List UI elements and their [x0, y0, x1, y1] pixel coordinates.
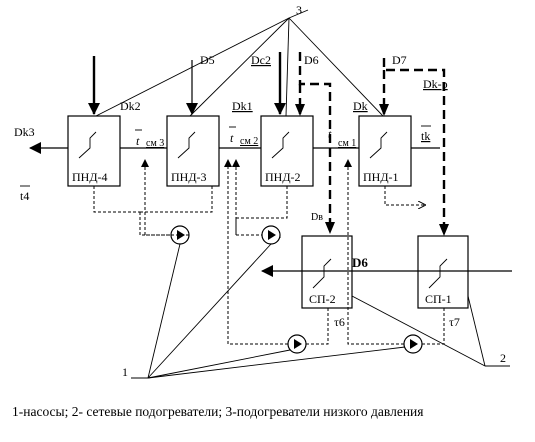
figure-caption: 1-насосы; 2- сетевые подогреватели; 3-по… [12, 404, 424, 419]
heater-pnd1: ПНД-1 [358, 115, 412, 187]
pnd1-label: ПНД-1 [363, 170, 399, 184]
label-dc2: Dc2 [251, 53, 271, 67]
label-tsm2-sub: cм 2 [240, 136, 258, 147]
label-dk2: Dk2 [120, 99, 141, 113]
callout-2-leaders [351, 295, 510, 367]
label-d5: D5 [200, 53, 215, 67]
label-dk3: Dk3 [14, 125, 35, 139]
label-tsm3-sub: cм 3 [146, 138, 164, 149]
drain-pnd1 [384, 186, 425, 205]
label-dkp: Dk-p [423, 77, 448, 91]
label-dk: Dk [353, 99, 368, 113]
label-db: Dв [311, 212, 323, 223]
heater-sp2: СП-2 [301, 235, 353, 309]
pnd4-label: ПНД-4 [72, 170, 108, 184]
pnd3-label: ПНД-3 [171, 170, 207, 184]
label-tsm2: t [230, 131, 234, 145]
pnd2-label: ПНД-2 [265, 170, 301, 184]
heater-pnd2: ПНД-2 [260, 115, 314, 187]
callout-3: 3 [296, 3, 302, 17]
heater-pnd4: ПНД-4 [67, 115, 121, 187]
callout-1-leaders [131, 243, 406, 379]
label-d6-network: D6 [352, 255, 368, 270]
label-d6: D6 [304, 53, 319, 67]
sp2-label: СП-2 [309, 292, 336, 306]
callout-1: 1 [122, 365, 128, 379]
label-dk1: Dk1 [232, 99, 253, 113]
label-tsm3: t [136, 134, 140, 148]
label-d7: D7 [392, 53, 407, 67]
heater-pnd3: ПНД-3 [166, 115, 220, 187]
label-tk: tk [421, 129, 430, 143]
label-t4: t4 [20, 189, 29, 203]
steam-d7-to-sp1 [382, 58, 446, 224]
pump-3 [287, 334, 307, 354]
heater-sp1: СП-1 [417, 235, 469, 309]
label-tau7: τ7 [449, 315, 460, 329]
sp1-label: СП-1 [425, 292, 452, 306]
pump-4 [403, 334, 423, 354]
pump-2 [261, 225, 281, 245]
callout-2: 2 [500, 351, 506, 365]
label-tsm1: t [328, 127, 332, 141]
steam-d6-to-sp2 [298, 52, 332, 222]
label-tsm1-sub: cм 1 [338, 138, 356, 149]
label-tau6: τ6 [334, 315, 345, 329]
